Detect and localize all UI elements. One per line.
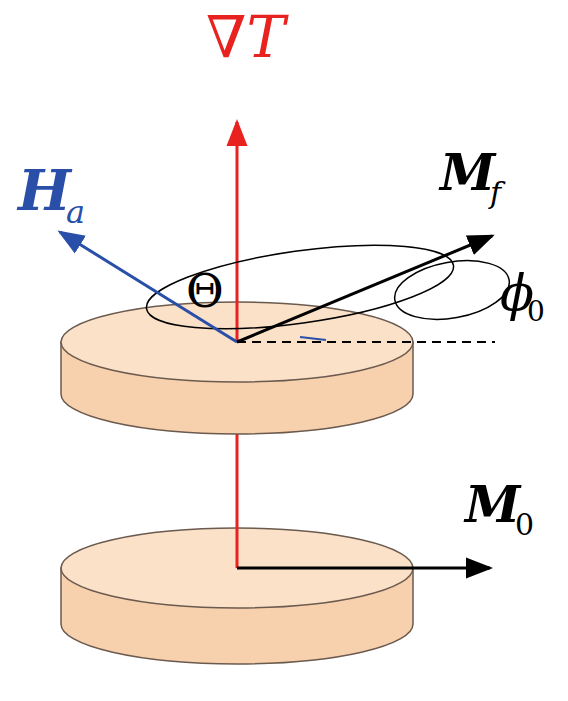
fixed-magnetization-subscript: 0: [515, 510, 534, 540]
fixed-magnetization-arrow: [237, 567, 490, 570]
gradient-arrow: [236, 122, 239, 342]
precession-loop: [141, 230, 458, 344]
free-magnetization-symbol: M: [440, 148, 495, 198]
gradient-symbol: ∇T: [206, 8, 285, 66]
field-tick: [300, 337, 326, 340]
free-magnetization-subscript: f: [490, 178, 501, 208]
angle-loop: [390, 252, 514, 327]
angle-theta: Θ: [186, 268, 224, 314]
fixed-magnetization-symbol: M: [465, 480, 520, 530]
free-magnetization-arrow: [237, 236, 492, 342]
field-symbol: H: [18, 162, 71, 218]
reference-line: [237, 341, 495, 343]
field-arrow: [60, 232, 237, 342]
azimuth-subscript: 0: [527, 298, 545, 326]
field-subscript: a: [66, 196, 85, 228]
